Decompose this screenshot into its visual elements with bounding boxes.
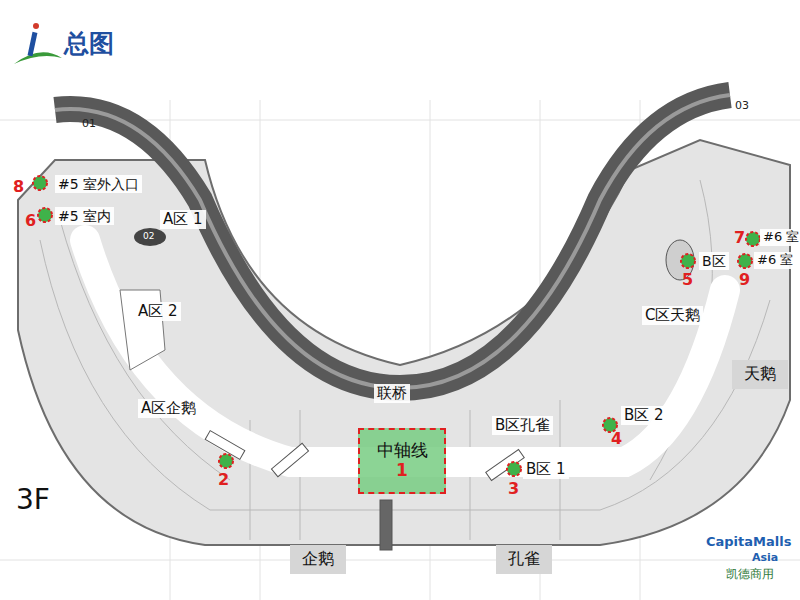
zone-box: 孔雀 [496, 545, 552, 574]
bridge-line [55, 95, 730, 388]
area-label: #6 室 [760, 229, 800, 246]
zone-name: 中轴线 [377, 441, 428, 461]
area-label: #5 室内 [55, 207, 114, 225]
plan-number: 03 [735, 100, 749, 113]
zone-name: 企鹅 [302, 550, 334, 568]
page-title: 总图 [64, 30, 114, 59]
zone-name: 孔雀 [508, 550, 540, 568]
callout-number: 1 [396, 461, 408, 481]
zone-label: C区天鹅 [642, 306, 703, 325]
zone-label: B区 2 [621, 406, 667, 425]
mall-outline [18, 140, 790, 545]
zone-label: A区 2 [135, 302, 181, 321]
plan-number: 02 [143, 231, 154, 241]
zone-box: 天鹅 [732, 360, 788, 389]
callout-number: 4 [611, 430, 622, 448]
logo-mark [14, 23, 62, 64]
grid-lines [0, 100, 800, 600]
shop-lines [40, 180, 770, 540]
callout-number: 3 [508, 480, 519, 498]
axis-zone: 中轴线1 [358, 428, 446, 494]
callout-number: 6 [25, 212, 36, 230]
zone-label: A区 1 [160, 210, 206, 229]
zone-label: A区企鹅 [138, 399, 199, 418]
logo-text: Asia [752, 552, 778, 565]
callout-number: 2 [218, 471, 229, 489]
zone-name: 天鹅 [744, 365, 776, 383]
logo-text: 凯德商用 [726, 568, 774, 582]
plan-number: 01 [82, 118, 96, 131]
bridge-band [55, 95, 730, 388]
zone-label: B区孔雀 [492, 416, 553, 435]
bridge-label: 联桥 [374, 384, 410, 403]
area-label: #5 室外入口 [55, 175, 142, 193]
callout-number: 5 [682, 271, 693, 289]
area-label: B区 [699, 252, 729, 270]
callout-number: 8 [13, 178, 24, 196]
logo-text: CapitaMalls [706, 535, 791, 550]
callout-number: 7 [734, 229, 745, 247]
zone-box: 企鹅 [290, 545, 346, 574]
area-label: #6 室 [754, 252, 796, 269]
lift-oval [134, 228, 166, 246]
floor-label: 3F [16, 484, 50, 516]
callout-number: 9 [739, 271, 750, 289]
zone-label: B区 1 [523, 460, 569, 479]
